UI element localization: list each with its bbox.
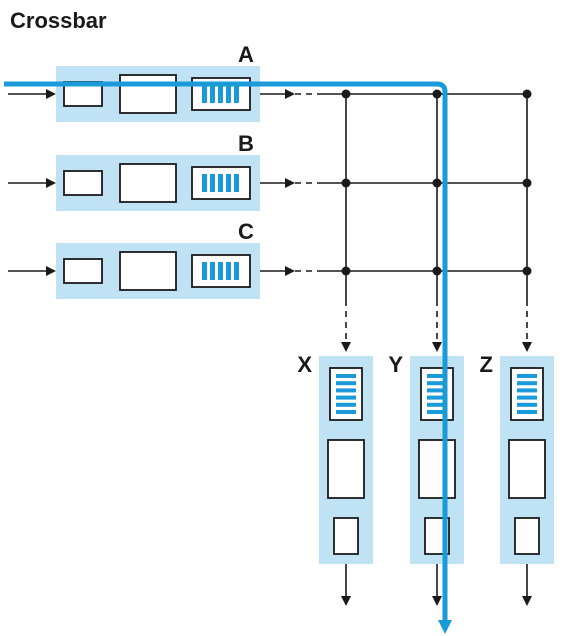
highlighted-route: [4, 81, 452, 634]
queue-bar: [210, 262, 215, 280]
switch-fabric: [341, 89, 532, 352]
output-queue-box: [329, 367, 363, 421]
output-port-z: Z: [480, 352, 554, 606]
queue-bar: [202, 85, 207, 103]
queue-bar: [226, 85, 231, 103]
highlighted-route-line: [4, 81, 448, 620]
arrow-down-icon: [432, 342, 442, 352]
queue-bar: [427, 395, 447, 400]
queue-bar: [218, 174, 223, 192]
line-termination-box: [63, 170, 103, 196]
arrow-right-icon: [285, 266, 295, 276]
queue-bar: [218, 262, 223, 280]
link-layer-box: [508, 439, 546, 499]
input-label: B: [238, 131, 254, 156]
queue-bar: [234, 262, 239, 280]
queue-bar: [234, 85, 239, 103]
arrow-right-icon: [46, 266, 56, 276]
line-termination-box: [333, 517, 359, 555]
queue-bar: [336, 388, 356, 393]
input-label: A: [238, 42, 254, 67]
arrow-right-icon: [46, 178, 56, 188]
queue-bar: [202, 174, 207, 192]
crosspoint: [522, 178, 532, 188]
queue-bar: [427, 410, 447, 414]
crosspoint: [341, 178, 351, 188]
link-layer-box: [327, 439, 365, 499]
queue-bar: [336, 381, 356, 386]
queue-bar: [226, 174, 231, 192]
queue-bar: [210, 174, 215, 192]
line-termination-box: [514, 517, 540, 555]
queue-bar: [517, 374, 537, 378]
arrow-down-icon: [341, 342, 351, 352]
output-ports: X Y Z: [297, 352, 554, 606]
arrow-down-icon: [522, 342, 532, 352]
crosspoint: [341, 89, 351, 99]
output-label: Z: [480, 352, 493, 377]
queue-bar: [517, 402, 537, 407]
link-layer-box: [119, 74, 177, 114]
arrow-right-icon: [285, 89, 295, 99]
queue-bar: [202, 262, 207, 280]
output-label: Y: [388, 352, 403, 377]
queue-bar: [517, 388, 537, 393]
lookup-queue-box: [191, 254, 251, 288]
queue-bar: [336, 410, 356, 414]
queue-bar: [517, 395, 537, 400]
crosspoint: [432, 89, 442, 99]
queue-bar: [226, 262, 231, 280]
diagram-title: Crossbar: [10, 8, 107, 33]
queue-bar: [427, 381, 447, 386]
input-port-b: B: [8, 131, 527, 211]
crosspoint: [522, 89, 532, 99]
queue-bar: [234, 174, 239, 192]
queue-bar: [336, 402, 356, 407]
crosspoint: [432, 178, 442, 188]
queue-bar: [336, 374, 356, 378]
arrow-down-icon: [341, 596, 351, 606]
arrow-right-icon: [285, 178, 295, 188]
line-termination-box: [63, 258, 103, 284]
input-ports: A B C: [8, 42, 527, 299]
arrow-right-icon: [46, 89, 56, 99]
input-port-c: C: [8, 219, 527, 299]
arrow-down-icon: [432, 596, 442, 606]
queue-bar: [218, 85, 223, 103]
queue-bar: [517, 410, 537, 414]
link-layer-box: [119, 163, 177, 203]
crosspoint: [432, 266, 442, 276]
link-layer-box: [418, 439, 456, 499]
input-label: C: [238, 219, 254, 244]
queue-bar: [427, 402, 447, 407]
output-label: X: [297, 352, 312, 377]
crosspoint: [522, 266, 532, 276]
output-port-x: X: [297, 352, 373, 606]
arrow-down-icon: [522, 596, 532, 606]
queue-bar: [517, 381, 537, 386]
link-layer-box: [119, 251, 177, 291]
output-port-y: Y: [388, 352, 464, 606]
route-arrow-down-icon: [438, 620, 452, 634]
queue-bar: [427, 388, 447, 393]
queue-bar: [427, 374, 447, 378]
queue-bar: [336, 395, 356, 400]
queue-bar: [210, 85, 215, 103]
crosspoint: [341, 266, 351, 276]
